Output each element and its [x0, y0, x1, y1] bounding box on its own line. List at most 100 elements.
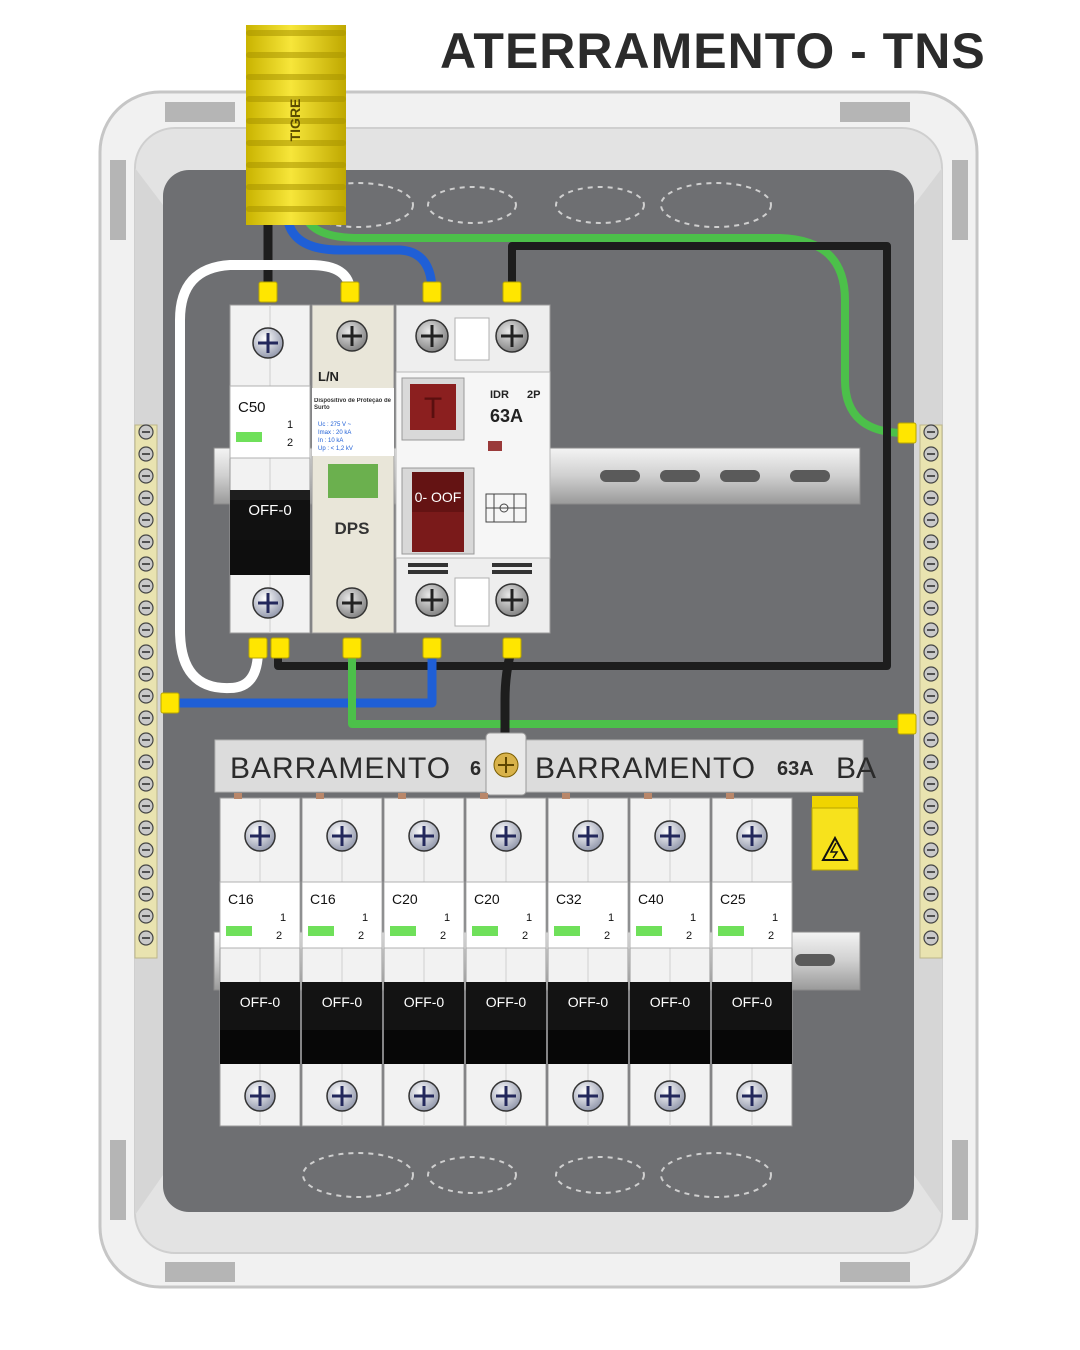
idr-schematic-icon: [485, 493, 527, 523]
branch-breaker-mark-1: 1: [362, 912, 368, 924]
surge-protector[interactable]: L/N Dispositivo de Proteção de Surto Uc …: [311, 304, 395, 634]
screw-icon: [252, 587, 284, 619]
terminal-cap: [248, 637, 268, 659]
screw-icon: [138, 512, 154, 528]
busbar: BARRAMENTO 6 BARRAMENTO 63A BA: [214, 732, 876, 796]
screw-icon: [923, 490, 939, 506]
screw-icon: [923, 556, 939, 572]
screw-icon: [923, 886, 939, 902]
screw-icon: [923, 688, 939, 704]
screw-icon: [138, 490, 154, 506]
idr-rating: 63A: [490, 406, 523, 426]
screw-icon: [138, 710, 154, 726]
screw-icon: [244, 820, 276, 852]
screw-icon: [138, 666, 154, 682]
branch-breaker-mark-1: 1: [608, 912, 614, 924]
terminal-strip-right: [919, 424, 943, 959]
screw-icon: [408, 1080, 440, 1112]
busbar-connector: [485, 732, 527, 796]
screw-icon: [923, 864, 939, 880]
dps-description: Dispositivo de Proteção de Surto: [314, 398, 392, 411]
branch-breaker-indicator: [718, 926, 744, 936]
screw-icon: [252, 327, 284, 359]
branch-breaker-mark-2: 2: [440, 930, 446, 942]
wiring: [165, 210, 909, 745]
high-voltage-warning-icon: [821, 835, 849, 861]
screw-icon: [923, 732, 939, 748]
residual-current-device[interactable]: T IDR 2P 63A 0- OOF: [395, 304, 551, 634]
branch-breaker-mark-2: 2: [358, 930, 364, 942]
main-breaker-rating: C50: [238, 399, 266, 416]
screw-icon: [138, 644, 154, 660]
branch-breaker-state: OFF-0: [404, 994, 445, 1010]
idr-poles: 2P: [527, 389, 540, 401]
idr-state: 0- OOF: [415, 489, 462, 505]
busbar-label-5: BA: [836, 752, 876, 785]
screw-icon: [923, 820, 939, 836]
neutral-wire-feed: [282, 210, 437, 297]
busbar-label-2: 6: [470, 758, 481, 780]
idr-test-button[interactable]: T: [401, 377, 465, 441]
screw-icon: [138, 864, 154, 880]
earth-wire-dps: [348, 644, 909, 728]
terminal-cap: [340, 281, 360, 303]
dps-spec-2: Imax : 20 kA: [318, 430, 351, 436]
screw-icon: [138, 776, 154, 792]
branch-breaker-mark-1: 1: [526, 912, 532, 924]
branch-breaker-rating: C32: [556, 891, 582, 907]
screw-icon: [923, 644, 939, 660]
screw-icon: [415, 583, 449, 617]
screw-icon: [654, 1080, 686, 1112]
screw-icon: [923, 578, 939, 594]
screw-icon: [138, 622, 154, 638]
idr-handle[interactable]: 0- OOF: [401, 467, 475, 555]
branch-breaker-rating: C16: [310, 891, 336, 907]
branch-breaker-rating: C16: [228, 891, 254, 907]
screw-icon: [415, 319, 449, 353]
screw-icon: [138, 688, 154, 704]
diagram-title: ATERRAMENTO - TNS: [440, 23, 986, 79]
terminal-cap: [422, 281, 442, 303]
screw-icon: [138, 600, 154, 616]
screw-icon: [138, 886, 154, 902]
main-breaker-mark-2: 2: [287, 437, 293, 449]
terminal-cap: [502, 281, 522, 303]
screw-icon: [244, 1080, 276, 1112]
branch-breaker-mark-1: 1: [444, 912, 450, 924]
screw-icon: [408, 820, 440, 852]
terminal-cap: [258, 281, 278, 303]
terminal-cap: [160, 692, 180, 714]
screw-icon: [923, 468, 939, 484]
branch-breaker-rating: C40: [638, 891, 664, 907]
branch-breaker-mark-2: 2: [768, 930, 774, 942]
dps-terminal-label: L/N: [318, 369, 339, 384]
screw-icon: [923, 930, 939, 946]
screw-icon: [336, 587, 368, 619]
terminal-cap: [270, 637, 290, 659]
terminal-cap: [897, 422, 917, 444]
terminal-cap: [897, 713, 917, 735]
branch-breaker-indicator: [554, 926, 580, 936]
screw-icon: [138, 908, 154, 924]
terminal-caps: [160, 281, 917, 735]
screw-icon: [138, 578, 154, 594]
screw-icon: [138, 754, 154, 770]
branch-breaker-mark-2: 2: [686, 930, 692, 942]
branch-breaker-mark-1: 1: [280, 912, 286, 924]
branch-breaker-mark-1: 1: [772, 912, 778, 924]
main-breaker[interactable]: C50 1 2 OFF-0: [229, 304, 311, 634]
branch-breaker-mark-2: 2: [522, 930, 528, 942]
screw-icon: [736, 820, 768, 852]
branch-breaker-indicator: [308, 926, 334, 936]
screw-icon: [923, 446, 939, 462]
terminal-cap: [422, 637, 442, 659]
busbar-label-4: 63A: [777, 758, 814, 780]
screw-icon: [336, 320, 368, 352]
